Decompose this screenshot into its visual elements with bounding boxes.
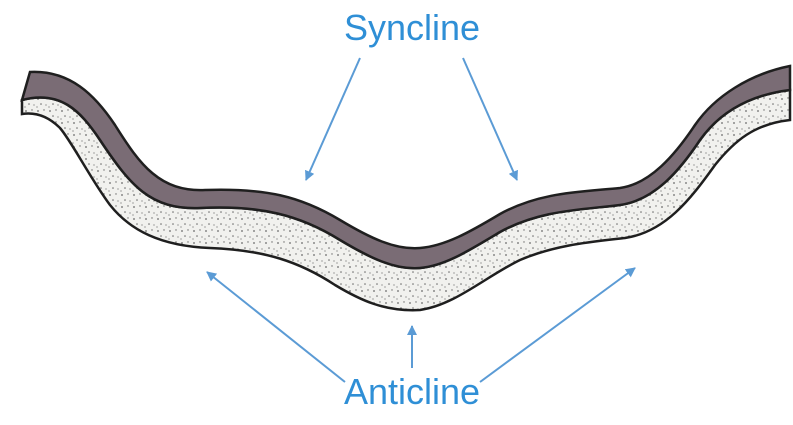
syncline-arrow-left <box>306 58 360 180</box>
upper-rock-layer <box>22 66 790 268</box>
anticline-arrow-right <box>480 268 635 382</box>
anticline-label: Anticline <box>344 372 480 412</box>
anticline-arrow-left <box>207 272 345 382</box>
lower-rock-layer <box>22 90 790 310</box>
syncline-label: Syncline <box>344 8 480 48</box>
syncline-arrow-right <box>463 58 517 180</box>
